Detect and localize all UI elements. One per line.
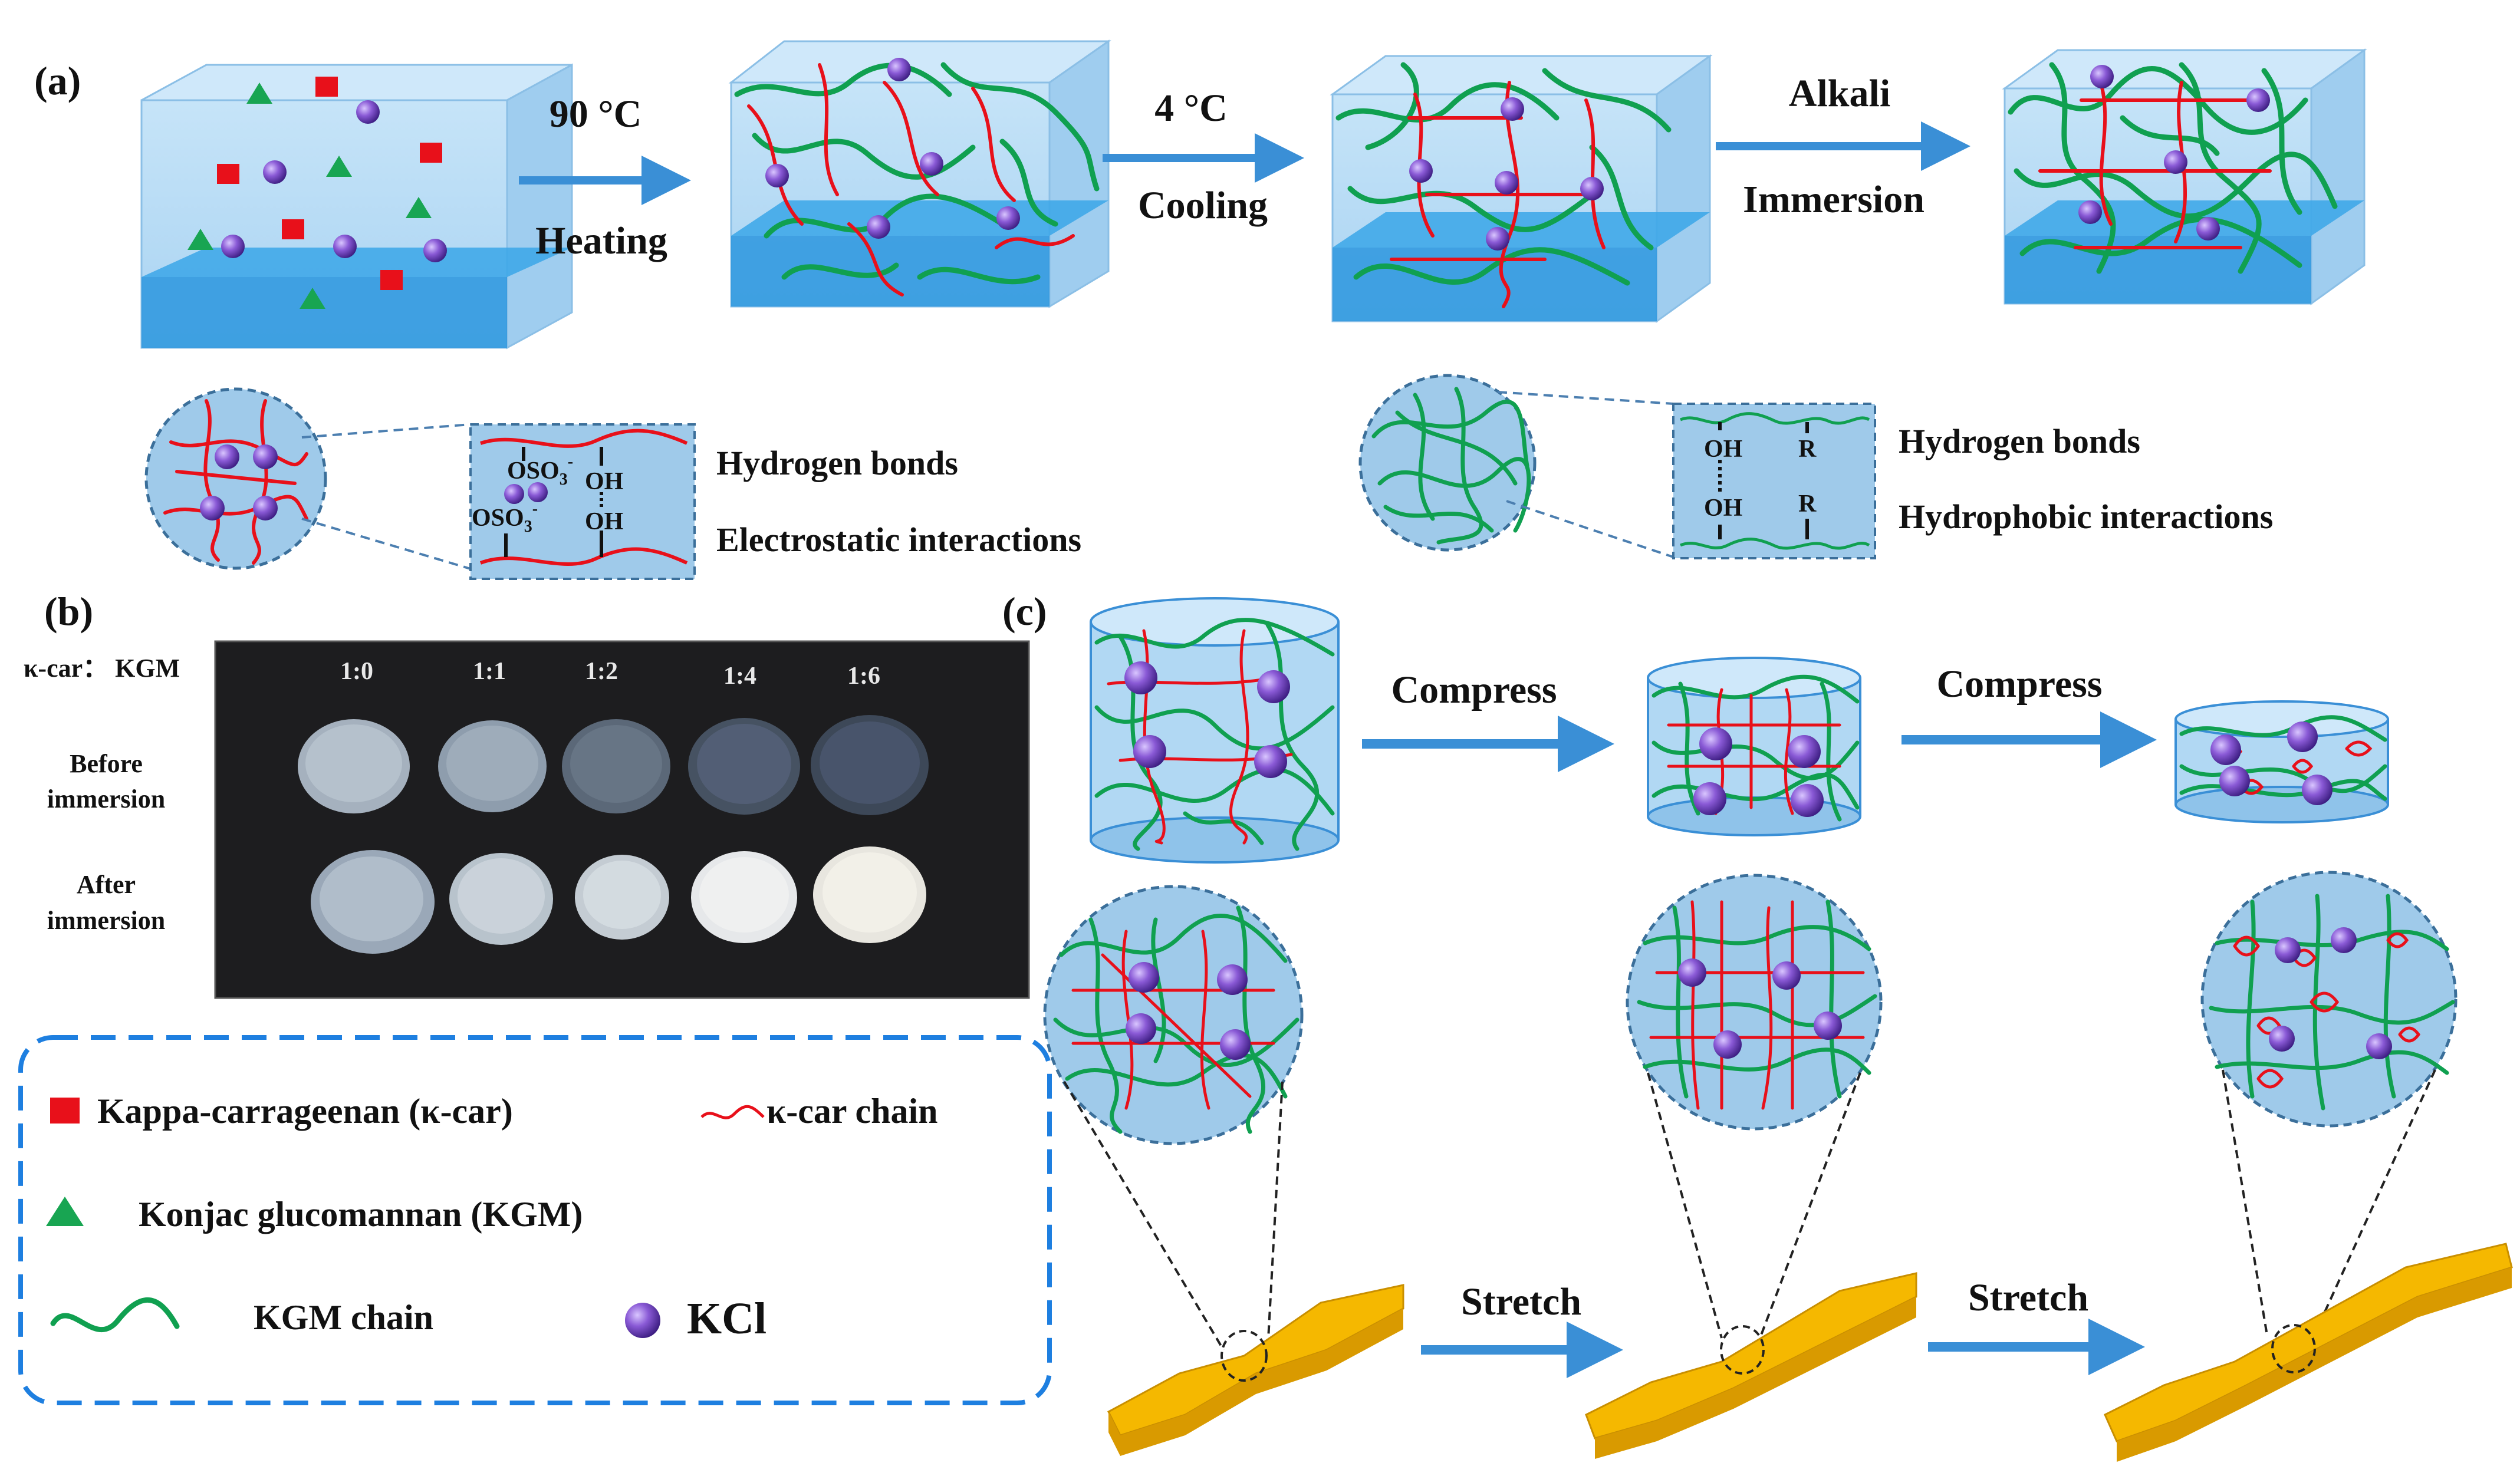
left-interaction-electrostatic: Electrostatic interactions xyxy=(716,520,1081,559)
kgm-triangle-markers xyxy=(187,83,432,309)
cooling-arrow: 4 °C Cooling xyxy=(1103,87,1304,227)
zoom-lines xyxy=(1063,1069,2436,1351)
row1-label-line2: immersion xyxy=(47,785,165,813)
oh-top: OH xyxy=(585,468,623,495)
r-group-top: R xyxy=(1798,436,1817,463)
row1-label-line1: Before xyxy=(70,749,143,778)
right-zoom-box: OH OH R R xyxy=(1672,403,1876,559)
kgm-chain-legend-marker xyxy=(50,1297,180,1332)
legend-kcar: Kappa-carrageenan (κ-car) xyxy=(97,1092,513,1131)
dumbbell-stretched-1 xyxy=(1585,1272,1917,1459)
cube-cooled-network xyxy=(1330,54,1713,323)
right-interaction-hydrophobic: Hydrophobic interactions xyxy=(1899,498,2273,536)
cube-alkali-network xyxy=(2002,48,2367,305)
right-oh-bottom: OH xyxy=(1704,495,1742,522)
legend: Kappa-carrageenan (κ-car) κ-car chain Ko… xyxy=(18,1035,1052,1405)
alkali-label: Alkali xyxy=(1789,72,1890,115)
oh-bottom: OH xyxy=(585,508,623,535)
cylinder-compressed-2 xyxy=(2174,700,2389,823)
zoom-circle-stretched-2 xyxy=(2200,871,2458,1128)
right-oh-top: OH xyxy=(1704,436,1742,463)
panel-c-label: (c) xyxy=(1002,589,1047,634)
legend-kgm: Konjac glucomannan (KGM) xyxy=(139,1195,583,1234)
right-zoom-circle xyxy=(1358,374,1537,552)
heating-arrow: 90 °C Heating xyxy=(519,93,691,262)
row2-label-line1: After xyxy=(77,870,136,899)
panel-a-label: (a) xyxy=(34,58,81,103)
cooling-temperature: 4 °C xyxy=(1154,87,1228,130)
right-interaction-hydrogen: Hydrogen bonds xyxy=(1899,422,2140,460)
left-zoom-circle xyxy=(144,387,327,570)
heating-temperature: 90 °C xyxy=(550,93,642,136)
left-zoom-box: OSO3- OSO3- OH OH xyxy=(469,423,696,580)
compress-arrow-1: Compress xyxy=(1362,668,1614,772)
heating-label: Heating xyxy=(535,219,667,262)
stretch-label-2: Stretch xyxy=(1968,1276,2088,1319)
cooling-label: Cooling xyxy=(1138,184,1268,227)
r-group-bottom: R xyxy=(1798,490,1817,518)
ratio-labels: 1:0 1:1 1:2 1:4 1:6 xyxy=(340,658,880,690)
ratio-header: κ-car： KGM xyxy=(24,654,180,683)
kgm-legend-marker xyxy=(46,1197,84,1226)
ratio-label-3: 1:2 xyxy=(585,658,618,685)
stretch-arrow-2: Stretch xyxy=(1928,1276,2145,1375)
compress-label-2: Compress xyxy=(1936,663,2102,706)
cylinder-uncompressed xyxy=(1090,597,1340,864)
samples-before xyxy=(298,715,929,815)
samples-after xyxy=(311,846,926,954)
ratio-label-2: 1:1 xyxy=(473,658,506,685)
ratio-label-4: 1:4 xyxy=(723,663,756,690)
kcar-legend-marker xyxy=(50,1098,80,1124)
legend-kgm-chain: KGM chain xyxy=(254,1298,433,1337)
immersion-label: Immersion xyxy=(1743,178,1924,221)
zoom-circle-unstretched xyxy=(1043,885,1304,1145)
compress-label-1: Compress xyxy=(1391,668,1557,711)
compress-arrow-2: Compress xyxy=(1901,663,2157,768)
alkali-arrow: Alkali Immersion xyxy=(1716,72,1970,221)
sulfate-group-bottom: OSO3- xyxy=(472,500,538,536)
cube-heated-chains xyxy=(728,39,1111,308)
zoom-circle-stretched-1 xyxy=(1626,874,1883,1131)
sample-photo: 1:0 1:1 1:2 1:4 1:6 xyxy=(214,640,1030,999)
kcar-chain-legend-marker xyxy=(700,1105,765,1119)
stretch-arrow-1: Stretch xyxy=(1421,1280,1623,1378)
kcl-legend-marker xyxy=(625,1303,660,1338)
ratio-label-5: 1:6 xyxy=(847,663,880,690)
legend-kcl: KCl xyxy=(687,1294,766,1343)
sulfate-group-top: OSO3- xyxy=(507,453,573,489)
row2-label-line2: immersion xyxy=(47,906,165,935)
panel-b-label: (b) xyxy=(44,589,93,634)
kcl-sphere-markers xyxy=(221,100,447,262)
legend-kcar-chain: κ-car chain xyxy=(766,1092,938,1131)
ratio-label-1: 1:0 xyxy=(340,658,373,685)
cylinder-compressed-1 xyxy=(1647,657,1861,836)
stretch-label-1: Stretch xyxy=(1461,1280,1581,1323)
cube-initial-mixture xyxy=(140,63,573,350)
kcar-square-markers xyxy=(217,77,442,290)
left-interaction-hydrogen: Hydrogen bonds xyxy=(716,444,958,482)
dumbbell-stretched-2 xyxy=(2104,1243,2513,1462)
dumbbell-unstretched xyxy=(1107,1284,1404,1456)
